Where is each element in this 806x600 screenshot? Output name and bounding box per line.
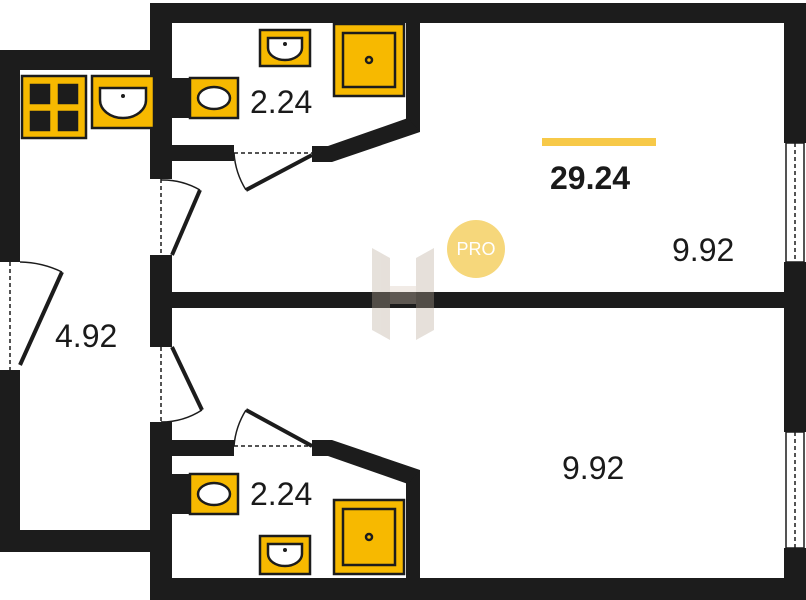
- room-bottom-area: 9.92: [562, 450, 625, 486]
- wall-hall-left-upper: [0, 50, 20, 262]
- wall-top: [150, 3, 806, 23]
- wall-bath-bottom-right: [406, 470, 420, 580]
- total-area-label: 29.24: [550, 160, 631, 196]
- wall-bath-top-right: [406, 20, 420, 132]
- bath-top-toilet-icon: [172, 76, 240, 120]
- wall-bottom: [150, 578, 806, 600]
- wall-left-bottom-room: [150, 422, 172, 600]
- bath-top-shower-icon: [332, 22, 406, 98]
- bath-bottom-door-leaf: [245, 408, 313, 448]
- wall-bath-bottom-diagonal: [312, 440, 420, 484]
- bath-top-sink-icon: [258, 28, 312, 68]
- wall-hall-bottom: [0, 530, 172, 552]
- entrance-door-arc: [19, 261, 63, 273]
- wall-left-top-room-2: [150, 255, 172, 347]
- kitchen-sink-icon: [90, 74, 156, 130]
- wall-right-upper: [784, 3, 806, 143]
- bath-bottom-area: 2.24: [250, 476, 313, 512]
- walls: [0, 3, 806, 600]
- wall-right-mid: [784, 262, 806, 432]
- bath-bottom-shower-icon: [332, 498, 406, 576]
- wall-hall-top: [0, 50, 172, 70]
- windows: [785, 142, 805, 549]
- bath-bottom-toilet-icon: [172, 472, 240, 516]
- watermark-logo: [372, 248, 434, 340]
- total-area-accent-bar: [542, 138, 656, 146]
- wall-bath-bottom-top-left: [172, 440, 234, 456]
- room-top-area: 9.92: [672, 232, 735, 268]
- wall-left-top-room: [150, 3, 172, 179]
- top-room-door-leaf: [170, 189, 202, 256]
- bath-bottom-sink-icon: [258, 534, 312, 576]
- wall-bath-top-diagonal: [312, 118, 420, 162]
- bottom-room-door-leaf: [170, 346, 204, 411]
- entrance-door-leaf: [18, 271, 64, 366]
- bath-top-area: 2.24: [250, 84, 313, 120]
- bath-top-door-leaf: [245, 153, 313, 192]
- wall-middle: [172, 292, 784, 308]
- wall-hall-left-lower: [0, 370, 20, 552]
- wall-bath-top-bottom-left: [172, 145, 234, 161]
- stove-icon: [20, 74, 88, 140]
- doors: [9, 152, 313, 448]
- pro-badge: PRO: [447, 220, 505, 278]
- hall-area: 4.92: [55, 318, 118, 354]
- fixtures: [20, 22, 406, 576]
